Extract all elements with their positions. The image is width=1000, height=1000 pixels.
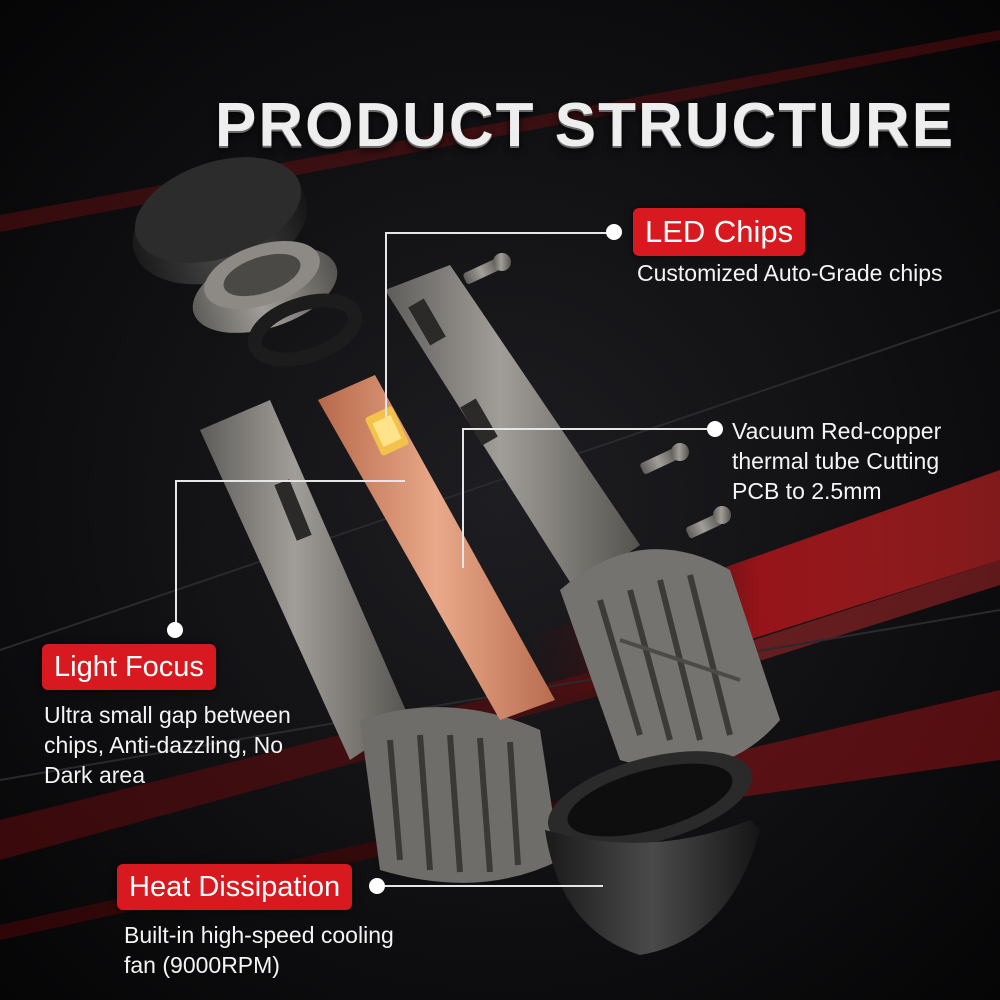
copper-connector-vertical <box>462 428 464 568</box>
copper-connector <box>462 428 712 430</box>
led-chips-description: Customized Auto-Grade chips <box>637 260 943 286</box>
copper-thermal-tube <box>318 375 555 720</box>
copper-tube-description: Vacuum Red-copper thermal tube Cutting P… <box>732 418 942 504</box>
heat-connector <box>383 885 603 887</box>
light-focus-badge: Light Focus <box>42 644 216 690</box>
retainer-cap <box>132 157 363 367</box>
left-heatsink <box>200 400 560 883</box>
light-focus-connector-vertical <box>175 480 177 628</box>
screws <box>463 253 731 539</box>
page-title: PRODUCT STRUCTURE <box>215 90 956 160</box>
light-focus-description: Ultra small gap between chips, Anti-dazz… <box>44 702 291 788</box>
copper-dot <box>707 421 723 437</box>
heat-dissipation-badge: Heat Dissipation <box>117 864 353 910</box>
right-body <box>385 265 780 769</box>
socket-adapter <box>545 751 760 955</box>
led-chips-dot <box>606 224 622 240</box>
led-chips-connector-vertical <box>385 232 387 417</box>
light-focus-dot <box>167 622 183 638</box>
light-focus-label: Light Focus <box>54 651 204 683</box>
heat-dissipation-description: Built-in high-speed cooling fan (9000RPM… <box>124 922 394 978</box>
led-chips-label: LED Chips <box>645 214 794 249</box>
heat-dissipation-label: Heat Dissipation <box>129 871 341 903</box>
led-chips-badge: LED Chips <box>633 208 806 256</box>
heat-dot <box>369 878 385 894</box>
light-focus-connector <box>175 480 405 482</box>
led-chips-connector <box>385 232 615 234</box>
